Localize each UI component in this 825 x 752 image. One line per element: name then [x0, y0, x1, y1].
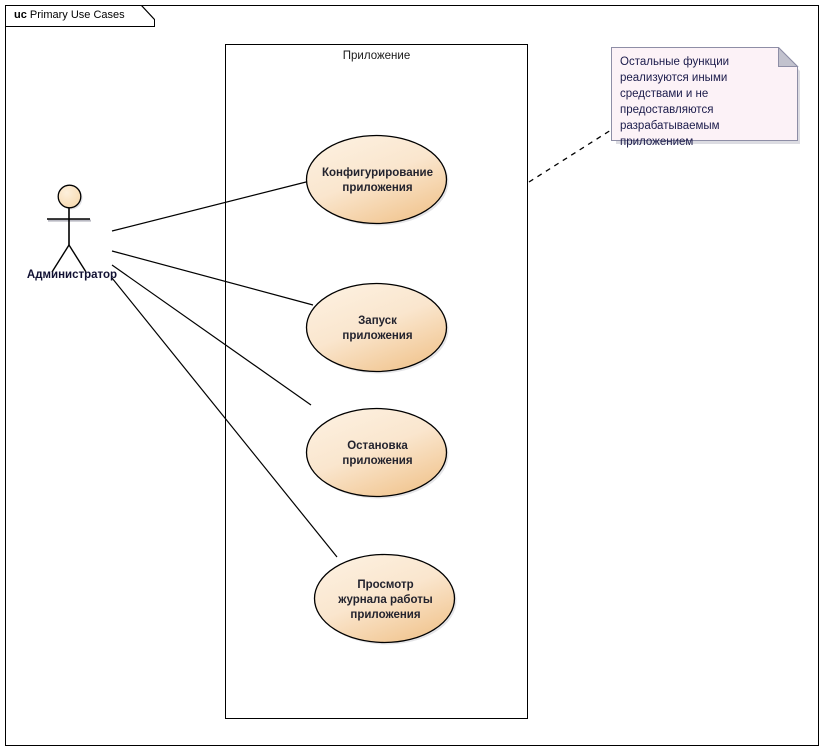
system-boundary-label: Приложение — [342, 50, 411, 62]
use-case-view-log[interactable]: Просмотр журнала работы приложения — [312, 552, 459, 648]
actor-leg-left — [51, 244, 70, 273]
note-body — [611, 47, 798, 141]
use-case-label: Конфигурирование приложения — [321, 167, 434, 194]
frame-keyword: uc — [14, 9, 27, 21]
use-case-ellipse — [305, 134, 448, 225]
note-box[interactable]: Остальные функции реализуются иными сред… — [611, 47, 800, 148]
note-fold-icon — [778, 47, 799, 67]
actor-leg-right — [68, 244, 87, 273]
frame-title-text: Primary Use Cases — [29, 9, 125, 21]
use-case-label: Остановка приложения — [342, 440, 413, 467]
use-case-configure[interactable]: Конфигурирование приложения — [304, 133, 451, 229]
actor-label: Администратор — [26, 269, 118, 281]
use-case-label: Просмотр журнала работы приложения — [338, 578, 433, 621]
note-text: Остальные функции реализуются иными сред… — [620, 56, 730, 148]
frame-title: uc Primary Use Cases — [14, 8, 125, 23]
frame-title-tab: uc Primary Use Cases — [5, 5, 155, 27]
use-case-stop[interactable]: Остановка приложения — [304, 406, 451, 502]
use-case-label: Запуск приложения — [342, 315, 413, 342]
actor-head — [57, 184, 82, 209]
actor-administrator[interactable] — [38, 178, 104, 280]
use-case-ellipse — [313, 553, 456, 644]
use-case-start[interactable]: Запуск приложения — [304, 281, 451, 377]
